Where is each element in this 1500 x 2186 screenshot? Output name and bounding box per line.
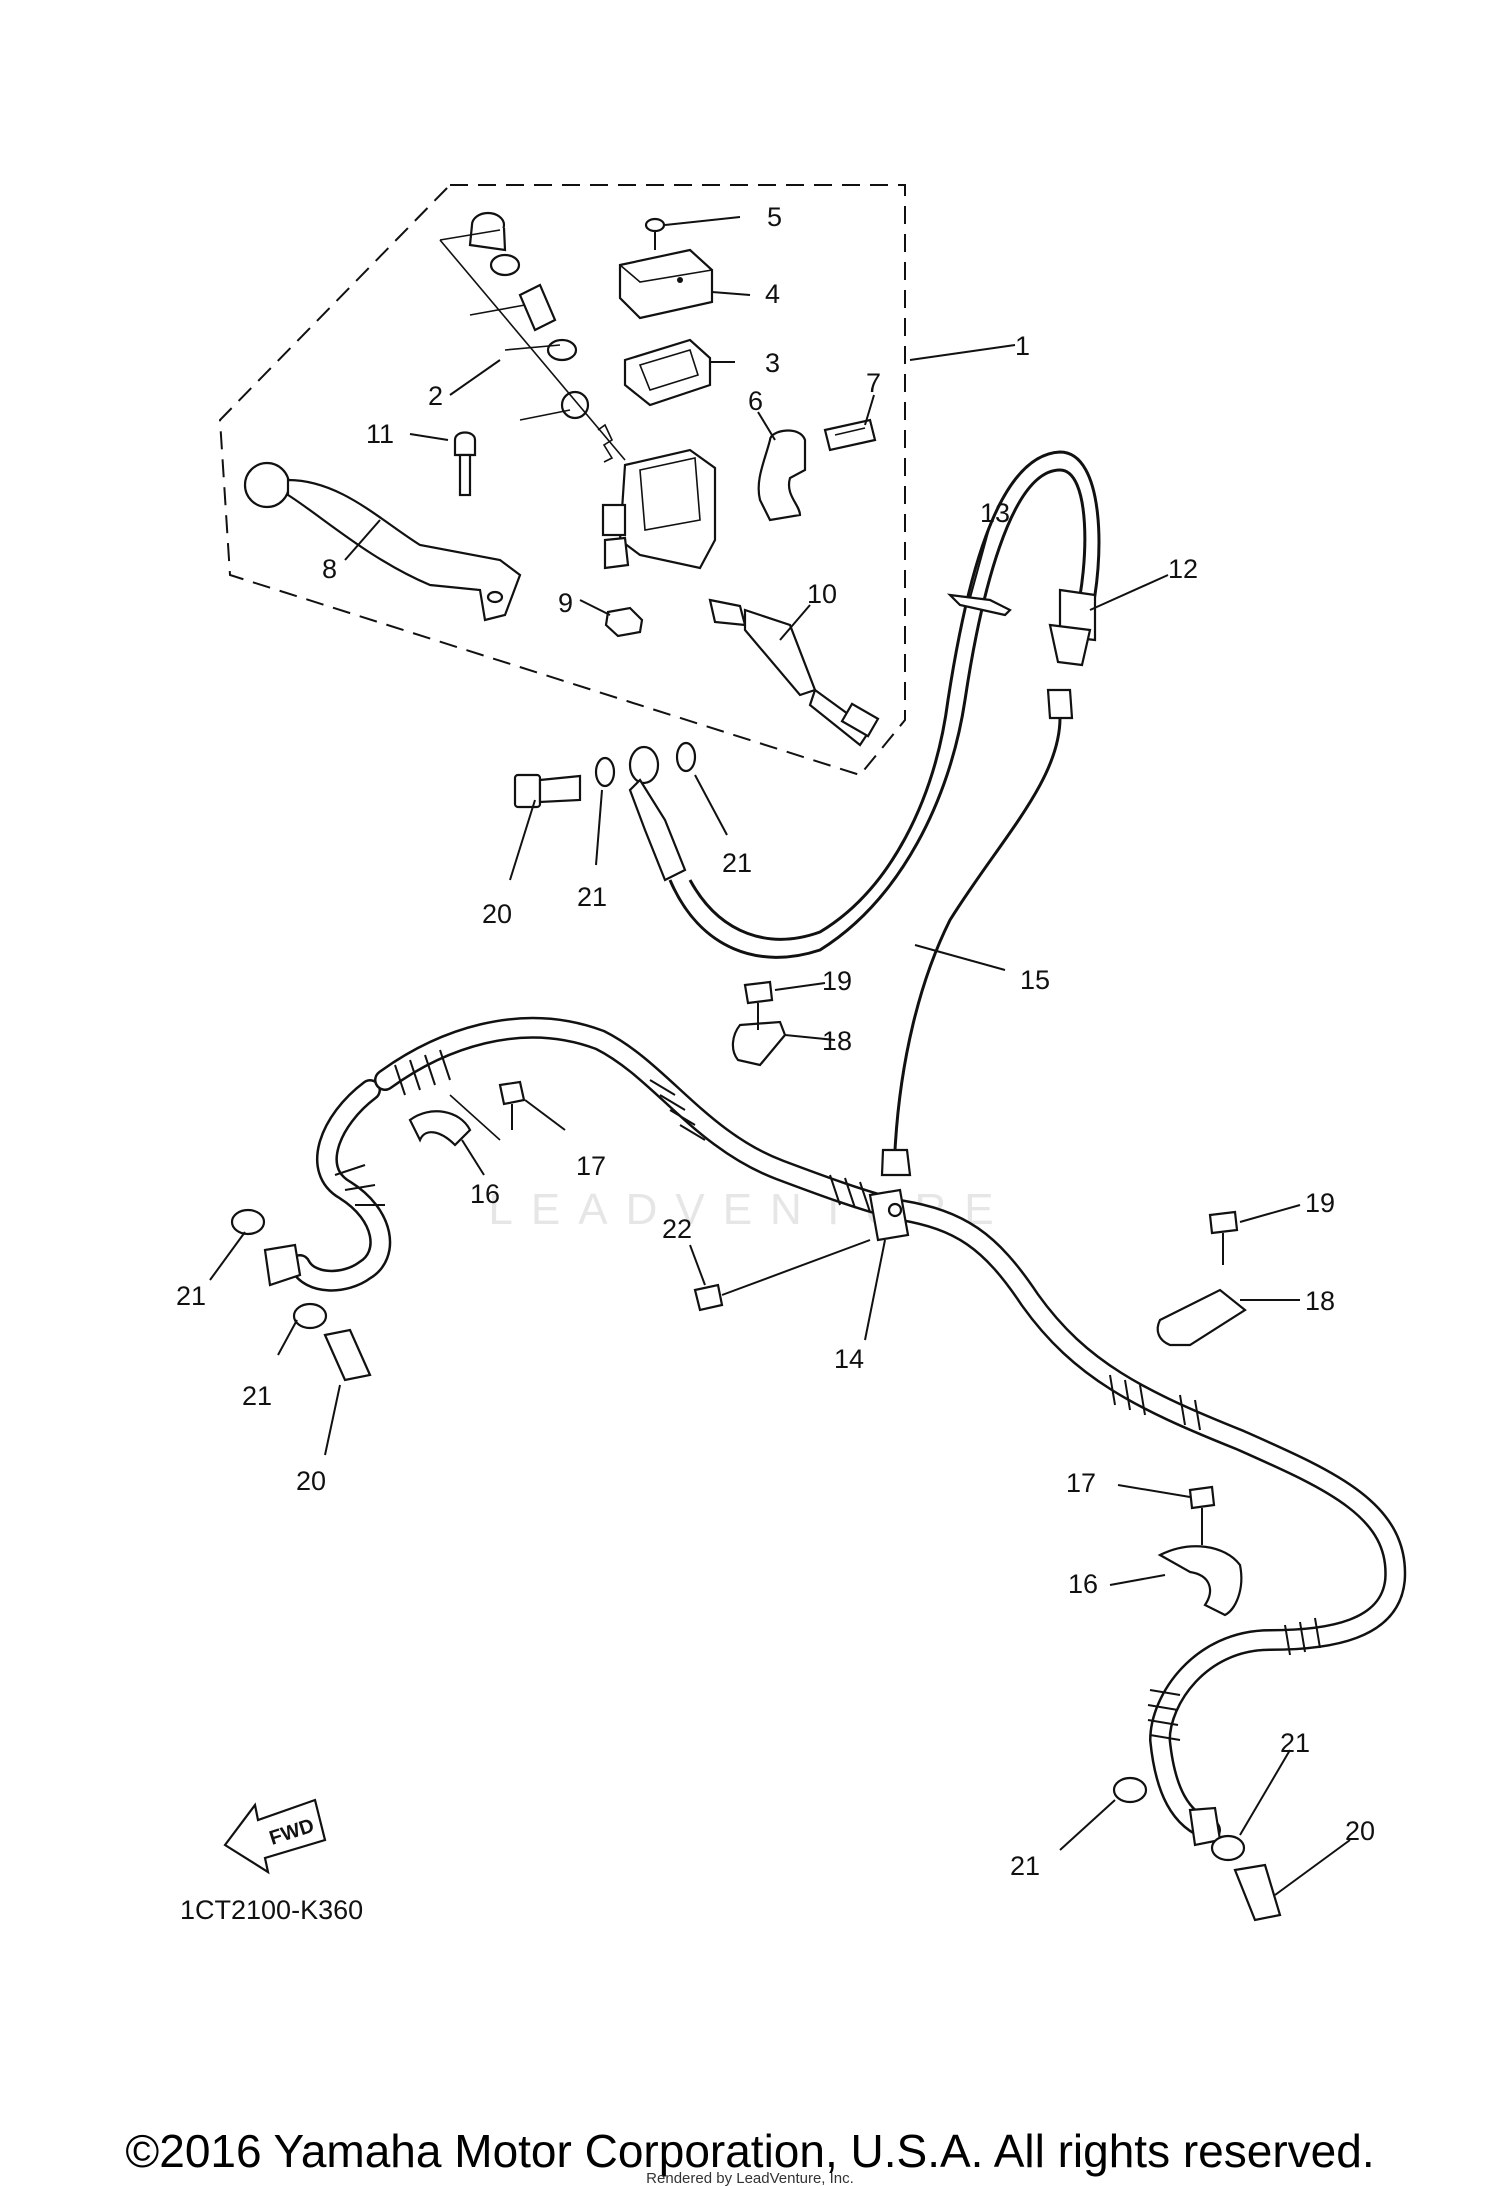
callout-14: 14 <box>834 1344 864 1374</box>
clamp-13 <box>946 593 1012 617</box>
copyright-notice: ©2016 Yamaha Motor Corporation, U.S.A. A… <box>125 2125 1375 2177</box>
brake-switch-10 <box>708 598 880 747</box>
brake-hose-main <box>289 1016 1407 1841</box>
callout-18: 18 <box>1305 1286 1335 1316</box>
callout-2: 2 <box>428 381 443 411</box>
upper-brake-hose-end <box>628 745 687 882</box>
callout-16: 16 <box>1068 1569 1098 1599</box>
union-bolt-20-top <box>513 773 582 809</box>
bolt-17-left <box>498 1080 526 1130</box>
bolt-7 <box>823 418 877 452</box>
callout-22: 22 <box>662 1214 692 1244</box>
diaphragm <box>623 338 712 407</box>
callout-21: 21 <box>722 848 752 878</box>
fwd-arrow-icon: FWD <box>223 1798 327 1875</box>
callout-9: 9 <box>558 588 573 618</box>
banjo-left <box>230 1208 372 1382</box>
bolt-22 <box>693 1239 871 1312</box>
joint-14 <box>868 1188 910 1242</box>
callout-18: 18 <box>822 1026 852 1056</box>
callout-19: 19 <box>1305 1188 1335 1218</box>
callout-19: 19 <box>822 966 852 996</box>
callout-13: 13 <box>980 498 1010 528</box>
callout-6: 6 <box>748 386 763 416</box>
banjo-right <box>1112 1776 1282 1922</box>
callout-3: 3 <box>765 348 780 378</box>
clamp-16-right <box>1157 1545 1243 1617</box>
master-cylinder-assembly-boundary <box>218 184 906 777</box>
nut-9 <box>604 606 644 638</box>
washer-21-a <box>594 756 616 788</box>
callout-labels: 1 2 3 4 5 6 7 8 9 10 11 12 13 14 15 16 1… <box>176 202 1375 1881</box>
callout-21: 21 <box>176 1281 206 1311</box>
callout-8: 8 <box>322 554 337 584</box>
callout-21: 21 <box>577 882 607 912</box>
master-cylinder-body <box>601 448 717 570</box>
washer-21-b <box>675 741 697 773</box>
hose-protectors <box>334 1049 1321 1741</box>
brake-hose-upper-outline <box>688 450 1101 941</box>
bolt-11 <box>453 431 477 497</box>
brake-pipe-15 <box>880 688 1074 1177</box>
rendered-by-credit: Rendered by LeadVenture, Inc. <box>646 2170 854 2186</box>
callout-7: 7 <box>866 368 881 398</box>
callout-20: 20 <box>482 899 512 929</box>
diagram-code: 1CT2100-K360 <box>180 1895 364 1925</box>
screw-5 <box>644 217 666 250</box>
bolt-19-right <box>1208 1210 1239 1265</box>
callout-17: 17 <box>576 1151 606 1181</box>
callout-12: 12 <box>1168 554 1198 584</box>
callout-10: 10 <box>807 579 837 609</box>
callout-16: 16 <box>470 1179 500 1209</box>
callout-21: 21 <box>1010 1851 1040 1881</box>
reservoir-cap <box>618 248 714 320</box>
brake-lever <box>243 461 522 622</box>
bolt-17-right <box>1188 1485 1216 1545</box>
callout-21: 21 <box>242 1381 272 1411</box>
callout-20: 20 <box>1345 1816 1375 1846</box>
piston-kit-parts <box>439 211 626 463</box>
clip-18-right <box>1156 1288 1247 1347</box>
leader-lines <box>209 216 1351 1896</box>
callout-1: 1 <box>1015 331 1030 361</box>
clamp-16-left <box>408 1094 501 1147</box>
hose-fitting-12 <box>1048 588 1097 667</box>
callout-20: 20 <box>296 1466 326 1496</box>
callout-5: 5 <box>767 202 782 232</box>
callout-15: 15 <box>1020 965 1050 995</box>
callout-17: 17 <box>1066 1468 1096 1498</box>
holder-6 <box>757 429 807 522</box>
callout-11: 11 <box>366 419 394 449</box>
callout-21: 21 <box>1280 1728 1310 1758</box>
callout-4: 4 <box>765 279 780 309</box>
bolt-19-upper <box>743 980 774 1030</box>
brake-hose-upper <box>668 468 1087 959</box>
clip-18-upper <box>731 1020 787 1067</box>
